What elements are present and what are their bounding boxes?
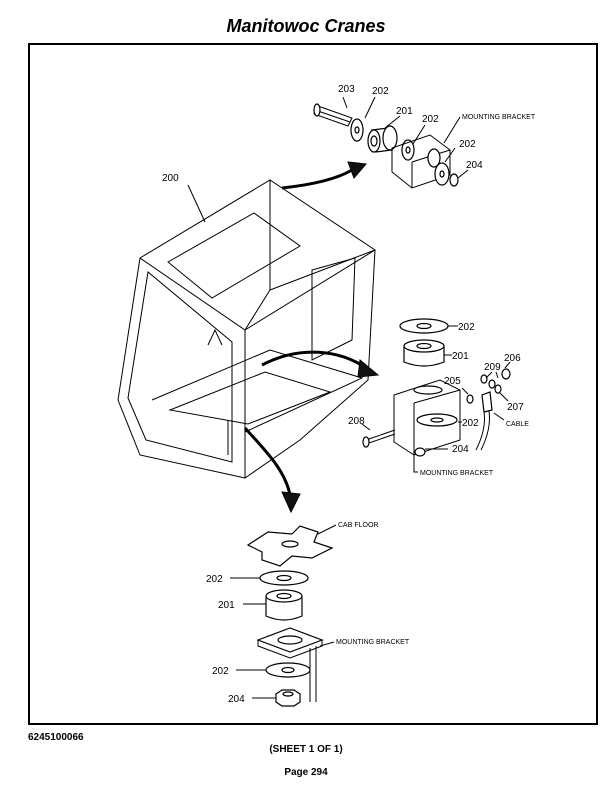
bottom-mount-assembly (246, 525, 334, 707)
callout-202-bottom-a: 202 (206, 574, 223, 585)
label-mounting-bracket-top: MOUNTING BRACKET (462, 114, 536, 121)
right-mount-assembly (362, 318, 511, 457)
callout-203: 203 (338, 84, 355, 95)
callout-202-top-a: 202 (372, 86, 389, 97)
arrow-to-right-assembly (261, 350, 367, 370)
callout-204-bottom: 204 (228, 694, 245, 705)
callout-202-top-c: 202 (459, 139, 476, 150)
callout-201-top: 201 (396, 106, 413, 117)
drawing-frame (28, 43, 598, 725)
callout-201-right: 201 (452, 351, 469, 362)
arrow-to-top-assembly (281, 168, 353, 190)
cab-illustration (117, 179, 376, 479)
callout-209: 209 (484, 362, 501, 373)
label-cab-floor: CAB FLOOR (338, 522, 378, 529)
page-title: Manitowoc Cranes (226, 16, 386, 36)
callout-202-right: 202 (462, 418, 479, 429)
callout-201-bottom: 201 (218, 600, 235, 611)
callout-207: 207 (507, 402, 524, 413)
callout-200: 200 (162, 173, 179, 184)
page-number: Page 294 (284, 767, 328, 778)
callout-202-top-b: 202 (422, 114, 439, 125)
sheet-indicator: (SHEET 1 OF 1) (269, 744, 343, 755)
callout-205: 205 (444, 376, 461, 387)
label-mounting-bracket-right: MOUNTING BRACKET (420, 470, 494, 477)
callout-208: 208 (348, 416, 365, 427)
label-mounting-bracket-bottom: MOUNTING BRACKET (336, 639, 410, 646)
drawing-part-number: 6245100066 (28, 732, 84, 743)
callout-202-right-top: 202 (458, 322, 475, 333)
callout-204-top: 204 (466, 160, 483, 171)
top-mount-assembly (313, 103, 459, 189)
label-cable: CABLE (506, 421, 529, 428)
callout-202-bottom-b: 202 (212, 666, 229, 677)
callout-204-right: 204 (452, 444, 469, 455)
callout-206: 206 (504, 353, 521, 364)
arrow-to-bottom-assembly (243, 426, 292, 496)
